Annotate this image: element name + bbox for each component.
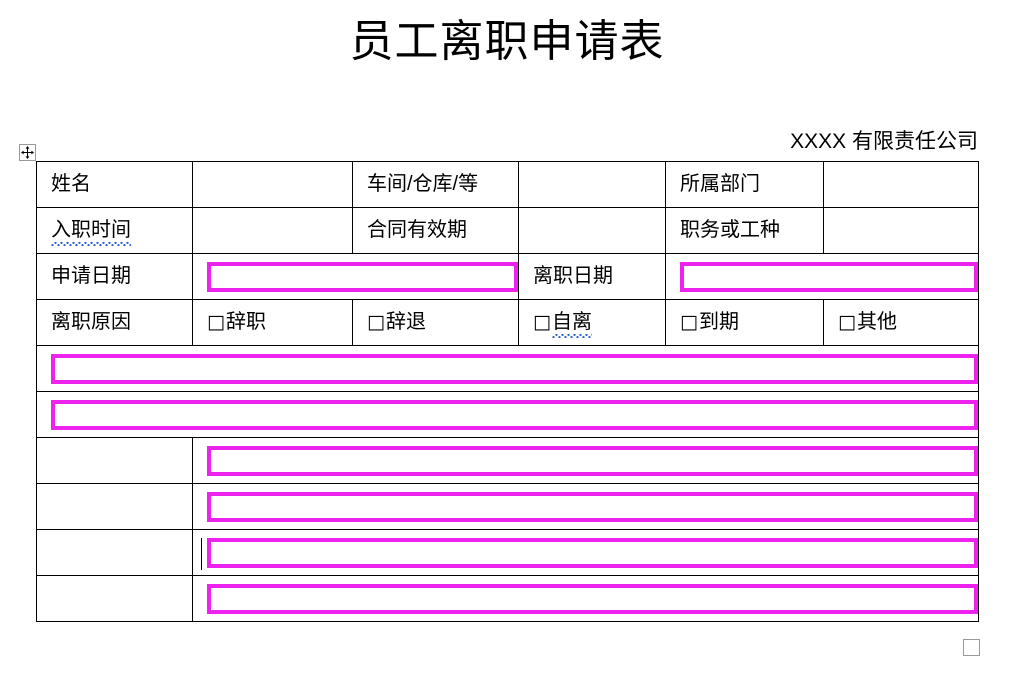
field-label-name: 姓名 — [36, 161, 193, 208]
checkbox-label: 自离 — [551, 311, 592, 338]
table-row — [36, 437, 979, 484]
checkbox-option-other[interactable]: □其他 — [823, 299, 979, 346]
field-label-signature-3[interactable] — [36, 529, 193, 576]
field-label-position: 职务或工种 — [665, 207, 824, 254]
field-value-name[interactable] — [192, 161, 353, 208]
field-value-application-date[interactable] — [192, 253, 519, 300]
field-label-hire-date: 入职时间 — [36, 207, 193, 254]
table-row — [36, 345, 979, 392]
table-row — [36, 575, 979, 622]
field-label-resignation-reason: 离职原因 — [36, 299, 193, 346]
field-label-hire-date-text: 入职时间 — [51, 219, 131, 246]
field-label-contract-validity: 合同有效期 — [352, 207, 519, 254]
field-value-workshop[interactable] — [518, 161, 666, 208]
table-row — [36, 391, 979, 438]
field-row-full-2[interactable] — [36, 391, 979, 438]
field-label-signature-1[interactable] — [36, 437, 193, 484]
checkbox-icon[interactable]: □ — [367, 311, 385, 333]
checkbox-option-expiry[interactable]: □到期 — [665, 299, 824, 346]
table-row — [36, 483, 979, 530]
field-value-resignation-date[interactable] — [665, 253, 979, 300]
checkbox-option-resign[interactable]: □辞职 — [192, 299, 353, 346]
resignation-form-table: 姓名 车间/仓库/等 所属部门 入职时间 合同有效期 职务或工种 申请日期 离职… — [36, 161, 979, 622]
checkbox-option-dismissal[interactable]: □辞退 — [352, 299, 519, 346]
page-title: 员工离职申请表 — [349, 17, 665, 66]
table-resize-handle-icon[interactable] — [963, 639, 980, 656]
field-label-application-date: 申请日期 — [36, 253, 193, 300]
checkbox-icon[interactable]: □ — [533, 311, 551, 333]
field-value-hire-date[interactable] — [192, 207, 353, 254]
field-label-workshop: 车间/仓库/等 — [352, 161, 519, 208]
checkbox-label: 到期 — [698, 311, 739, 333]
company-name: XXXX 有限责任公司 — [790, 130, 978, 153]
field-value-contract-validity[interactable] — [518, 207, 666, 254]
field-row-split-2[interactable] — [192, 483, 979, 530]
checkbox-label: 其他 — [856, 311, 897, 333]
field-label-department: 所属部门 — [665, 161, 824, 208]
table-row: 姓名 车间/仓库/等 所属部门 — [36, 161, 979, 208]
field-highlight-box[interactable] — [207, 445, 978, 476]
field-row-split-3[interactable] — [192, 529, 979, 576]
field-highlight-box[interactable] — [207, 583, 978, 614]
checkbox-icon[interactable]: □ — [838, 311, 856, 333]
field-highlight-box[interactable] — [680, 261, 978, 292]
checkbox-label: 辞退 — [385, 311, 426, 333]
field-highlight-box[interactable] — [51, 353, 978, 384]
table-row: 申请日期 离职日期 — [36, 253, 979, 300]
table-row: 离职原因 □辞职 □辞退 □自离 □到期 □其他 — [36, 299, 979, 346]
field-row-split-1[interactable] — [192, 437, 979, 484]
field-row-full-1[interactable] — [36, 345, 979, 392]
field-label-resignation-date: 离职日期 — [518, 253, 666, 300]
table-move-handle-icon[interactable] — [19, 144, 36, 161]
checkbox-icon[interactable]: □ — [680, 311, 698, 333]
text-cursor — [201, 538, 202, 570]
field-highlight-box[interactable] — [51, 399, 978, 430]
field-value-department[interactable] — [823, 161, 979, 208]
field-row-split-4[interactable] — [192, 575, 979, 622]
field-value-position[interactable] — [823, 207, 979, 254]
checkbox-option-self-departure[interactable]: □自离 — [518, 299, 666, 346]
field-label-signature-4[interactable] — [36, 575, 193, 622]
field-highlight-box[interactable] — [207, 491, 978, 522]
field-label-signature-2[interactable] — [36, 483, 193, 530]
table-row — [36, 529, 979, 576]
table-row: 入职时间 合同有效期 职务或工种 — [36, 207, 979, 254]
field-highlight-box[interactable] — [207, 261, 518, 292]
checkbox-label: 辞职 — [225, 311, 266, 333]
checkbox-icon[interactable]: □ — [207, 311, 225, 333]
field-highlight-box[interactable] — [207, 537, 978, 568]
